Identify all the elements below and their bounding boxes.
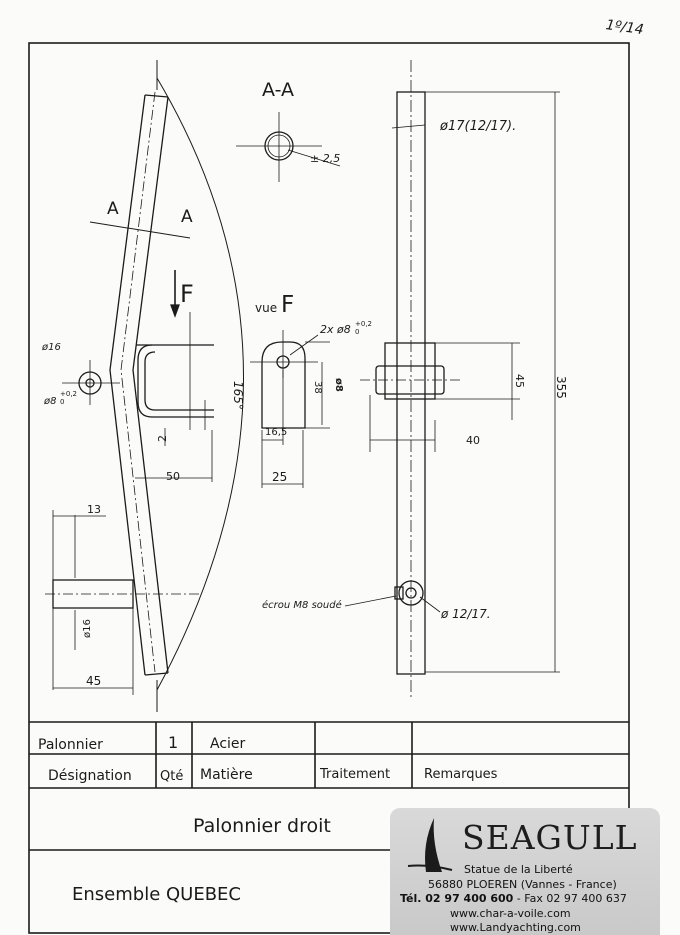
view-label-letter: F — [281, 292, 294, 318]
header-material: Matière — [200, 767, 253, 783]
dim-355: 355 — [554, 376, 568, 399]
card-website-1[interactable]: www.char-a-voile.com — [450, 907, 571, 920]
view-f — [250, 330, 330, 488]
seagull-card: SEAGULL Statue de la Liberté 56880 PLOER… — [390, 808, 660, 935]
item-name: Palonnier — [38, 737, 103, 753]
view-arrow-label: F — [180, 280, 194, 308]
section-mark-right: A — [181, 207, 193, 227]
dim-holes-tol2: 0 — [355, 328, 359, 336]
section-aa — [236, 112, 341, 182]
header-remarks: Remarques — [424, 767, 498, 782]
title-block: Palonnier 1 Acier Désignation Qté Matièr… — [38, 733, 498, 905]
dim-12-17: ø 12/17. — [440, 607, 491, 621]
dim-8-left: ø8 — [43, 396, 56, 407]
card-address-1: Statue de la Liberté — [464, 863, 573, 876]
part-title: Palonnier droit — [193, 815, 331, 837]
dim-45-right: 45 — [513, 374, 526, 388]
dim-8-left-tol: +0,2 — [60, 390, 77, 398]
sheet-frame — [28, 42, 630, 934]
dim-wall: ± 2,5 — [310, 152, 340, 165]
page-number: 1º/14 — [605, 17, 645, 38]
dim-16-5: 16,5 — [265, 427, 287, 438]
dim-50: 50 — [166, 470, 180, 483]
item-material: Acier — [210, 736, 246, 752]
header-qty: Qté — [160, 769, 183, 784]
dim-8-left-tol2: 0 — [60, 398, 64, 406]
header-designation: Désignation — [48, 768, 132, 784]
dim-holes-tol: +0,2 — [355, 320, 372, 328]
card-fax: - Fax 02 97 400 637 — [513, 892, 627, 905]
card-address-2: 56880 PLOEREN (Vannes - France) — [428, 878, 617, 891]
dim-38: 38 — [312, 381, 323, 394]
dim-2: 2 — [156, 435, 169, 442]
card-website-2[interactable]: www.Landyachting.com — [450, 921, 581, 934]
dim-40: 40 — [466, 434, 480, 447]
dim-tube-outer: ø17(12/17). — [439, 119, 516, 134]
dim-16-bottom: ø16 — [82, 619, 93, 638]
section-mark-left: A — [107, 199, 119, 219]
card-phone: Tél. 02 97 400 600 - Fax 02 97 400 637 — [400, 892, 627, 905]
sail-logo-icon — [407, 818, 453, 872]
assembly-name: Ensemble QUEBEC — [72, 884, 241, 905]
dim-16-left: ø16 — [41, 342, 61, 353]
brand-name: SEAGULL — [462, 818, 638, 857]
item-qty: 1 — [168, 733, 178, 752]
nut-label: écrou M8 soudé — [262, 599, 342, 611]
header-treatment: Traitement — [319, 767, 390, 782]
dim-13: 13 — [87, 503, 101, 516]
angle-label: 165° — [231, 381, 245, 410]
dim-45-bottom: 45 — [86, 674, 101, 688]
dim-holes: 2x ø8 — [320, 323, 351, 336]
dim-25: 25 — [272, 470, 287, 484]
right-view-tube — [344, 60, 560, 700]
view-label-prefix: vue — [255, 301, 277, 315]
dim-8-mid: ø8 — [333, 378, 344, 392]
card-tel: Tél. 02 97 400 600 — [400, 892, 514, 905]
left-view-bar — [45, 60, 244, 712]
drawing-labels: 1º/14 A-A A A F vue F ø17(12/17). ± 2,5 … — [41, 17, 645, 688]
section-label: A-A — [262, 79, 294, 101]
